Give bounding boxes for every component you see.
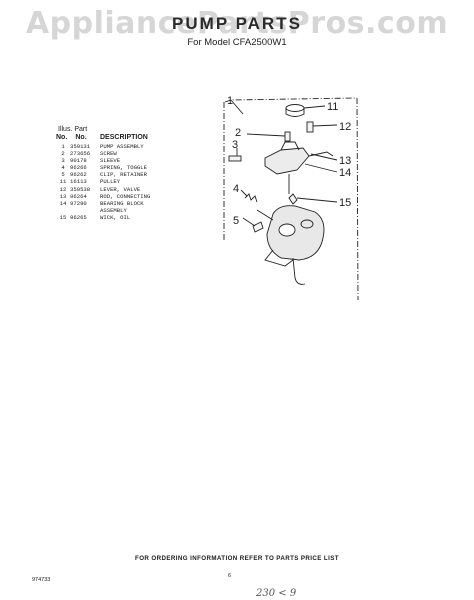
col-illus-no: No. xyxy=(56,134,68,141)
row-desc: SPRING, TOGGLE xyxy=(100,164,147,172)
bearing-block-part xyxy=(264,147,310,175)
pump-housing-part xyxy=(266,205,325,261)
document-code: 974733 xyxy=(32,577,51,583)
callout-14: 14 xyxy=(339,167,351,179)
callout-11: 11 xyxy=(327,101,338,113)
row-illus: 5 xyxy=(61,171,65,179)
row-desc: LEVER, VALVE xyxy=(100,185,141,193)
row-desc: PULLEY xyxy=(100,178,121,186)
leader-line xyxy=(310,153,338,161)
row-part: 359131 xyxy=(70,143,91,150)
callout-12: 12 xyxy=(339,121,351,133)
model-subtitle: For Model CFA2500W1 xyxy=(187,37,287,48)
row-illus: 14 xyxy=(59,199,67,207)
parts-rows: 1 359131 PUMP ASSEMBLY 2 273656 SCREW 3 90178… xyxy=(56,143,170,221)
pump-housing-port xyxy=(278,223,296,237)
watermark: AppliancePartsPros.com xyxy=(25,6,449,41)
leader-line xyxy=(246,133,286,137)
row-part: 96262 xyxy=(70,171,87,179)
row-desc: SCREW xyxy=(100,150,117,158)
leader-line xyxy=(303,105,326,109)
page-number: 6 xyxy=(228,573,232,579)
row-desc: PUMP ASSEMBLY xyxy=(100,143,144,150)
row-illus xyxy=(56,207,70,214)
sleeve-part xyxy=(228,155,242,162)
bearing-block-detail xyxy=(280,141,300,151)
row-part: 90178 xyxy=(70,157,87,165)
row-illus: 2 xyxy=(61,150,65,158)
pulley-body xyxy=(285,108,305,117)
row-part: 273656 xyxy=(70,150,91,158)
exploded-parts-diagram: 1 2 3 4 5 11 12 13 14 15 xyxy=(223,95,359,301)
row-desc: CLIP, RETAINER xyxy=(100,171,147,179)
row-illus: 12 xyxy=(59,185,67,193)
col-part-no: No. xyxy=(75,134,87,141)
leader-line xyxy=(304,163,338,173)
table-row: 1 359131 PUMP ASSEMBLY xyxy=(56,143,170,150)
row-part xyxy=(70,207,100,214)
row-desc: ASSEMBLY xyxy=(100,206,127,214)
pump-housing-inner xyxy=(300,219,314,229)
row-illus: 4 xyxy=(61,164,65,172)
callout-15: 15 xyxy=(339,197,351,209)
pulley-part xyxy=(285,104,305,112)
table-row: 4 96266 SPRING, TOGGLE xyxy=(56,164,170,171)
row-desc: BEARING BLOCK xyxy=(100,199,144,207)
wick-part xyxy=(288,193,298,205)
callout-leader xyxy=(230,99,244,115)
spring-part xyxy=(244,193,258,203)
row-illus: 11 xyxy=(59,178,67,186)
frame-outline xyxy=(224,97,358,103)
page-title: PUMP PARTS xyxy=(172,14,302,33)
callout-5: 5 xyxy=(233,215,239,227)
callout-2: 2 xyxy=(235,127,241,139)
frame-right xyxy=(356,97,359,301)
pump-housing-base xyxy=(264,249,294,267)
row-part: 350538 xyxy=(70,185,91,193)
row-desc: ROD, CONNECTING xyxy=(100,192,151,200)
leader-line xyxy=(242,217,256,227)
table-row: 5 96262 CLIP, RETAINER xyxy=(56,171,170,178)
row-part: 96265 xyxy=(70,213,87,221)
callout-3: 3 xyxy=(232,139,238,151)
clip-part xyxy=(252,221,264,233)
table-row: 2 273656 SCREW xyxy=(56,150,170,157)
leader-line xyxy=(240,189,248,197)
lever-part xyxy=(306,121,314,133)
table-row: ASSEMBLY xyxy=(56,207,170,214)
leader-line xyxy=(312,124,338,127)
row-part: 96266 xyxy=(70,164,87,172)
row-desc: SLEEVE xyxy=(100,157,121,165)
parts-header-line2: No. No. DESCRIPTION xyxy=(56,134,170,141)
ordering-info: FOR ORDERING INFORMATION REFER TO PARTS … xyxy=(135,555,339,562)
row-illus: 3 xyxy=(61,157,65,165)
handwritten-note: 230 < 9 xyxy=(256,588,297,599)
parts-header-line1: Illus. Part xyxy=(58,126,88,133)
col-description: DESCRIPTION xyxy=(100,134,148,141)
leader-line xyxy=(256,209,274,221)
row-part: 16113 xyxy=(70,178,87,186)
row-part: 96264 xyxy=(70,192,87,200)
table-row: 3 90178 SLEEVE xyxy=(56,157,170,164)
callout-1: 1 xyxy=(227,95,233,107)
leader-line xyxy=(296,197,338,203)
screw-part xyxy=(284,131,291,142)
row-desc: WICK, OIL xyxy=(100,213,131,221)
pump-inlet xyxy=(292,257,306,285)
row-illus: 15 xyxy=(59,213,67,221)
callout-13: 13 xyxy=(339,155,351,167)
row-illus: 13 xyxy=(59,192,67,200)
row-illus: 1 xyxy=(61,143,65,150)
row-part: 97290 xyxy=(70,199,87,207)
callout-4: 4 xyxy=(233,183,239,195)
